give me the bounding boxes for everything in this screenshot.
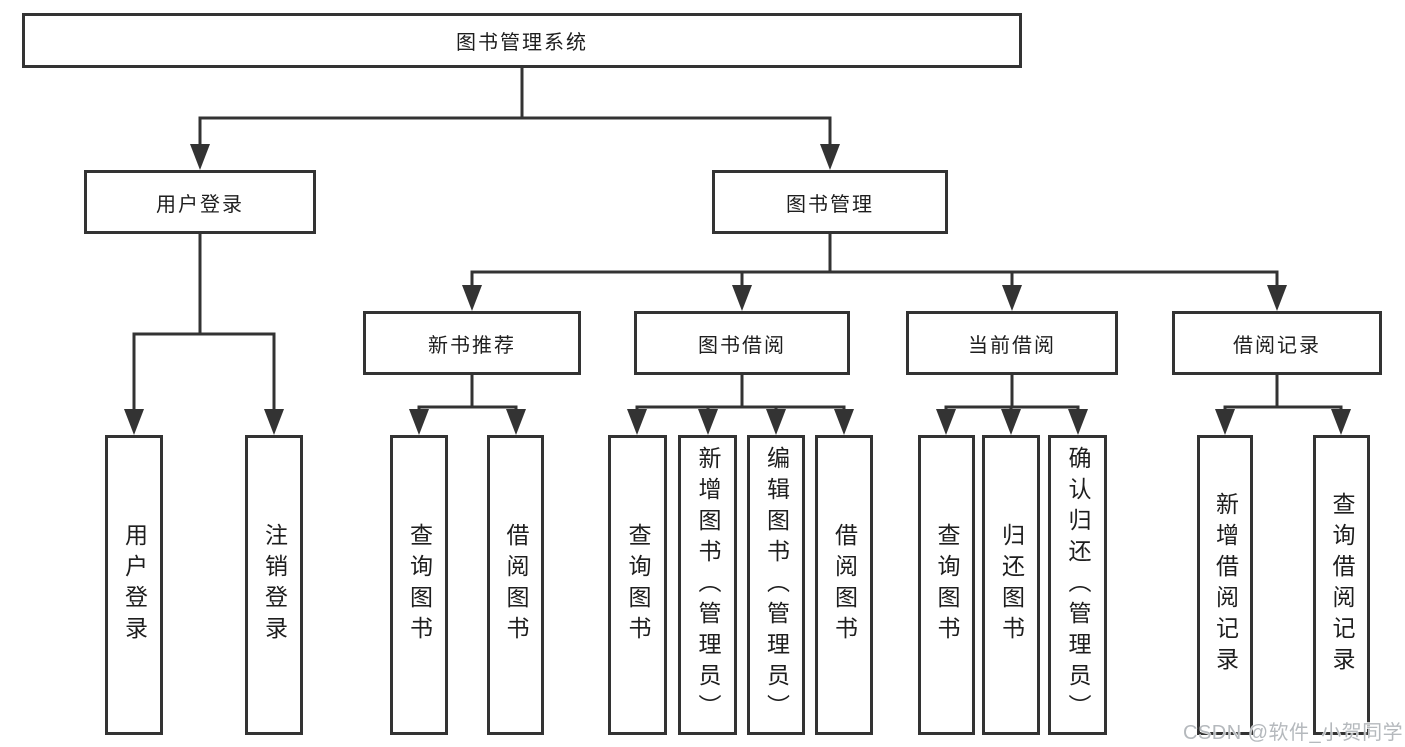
leaf-confirm-return-admin: 确认归还（管理员）: [1048, 435, 1107, 735]
leaf-borrow-books-recommend: 借阅图书: [487, 435, 544, 735]
leaf-add-books-admin: 新增图书（管理员）: [678, 435, 737, 735]
leaf-borrow-books-borrowing: 借阅图书: [815, 435, 873, 735]
node-book-management: 图书管理: [712, 170, 948, 234]
node-book-borrowing: 图书借阅: [634, 311, 850, 375]
leaf-query-books-current: 查询图书: [918, 435, 975, 735]
leaf-user-login: 用户登录: [105, 435, 163, 735]
leaf-query-books-borrowing: 查询图书: [608, 435, 667, 735]
leaf-return-books: 归还图书: [982, 435, 1040, 735]
csdn-watermark: CSDN @软件_小贺同学: [1183, 722, 1404, 744]
node-current-borrowing: 当前借阅: [906, 311, 1118, 375]
node-borrow-records: 借阅记录: [1172, 311, 1382, 375]
arrowheads: [124, 144, 1351, 435]
leaf-query-borrow-record: 查询借阅记录: [1313, 435, 1370, 735]
leaf-edit-books-admin: 编辑图书（管理员）: [747, 435, 805, 735]
leaf-query-books-recommend: 查询图书: [390, 435, 448, 735]
node-root-system: 图书管理系统: [22, 13, 1022, 68]
node-user-login: 用户登录: [84, 170, 316, 234]
leaf-add-borrow-record: 新增借阅记录: [1197, 435, 1253, 735]
node-new-book-recommend: 新书推荐: [363, 311, 581, 375]
leaf-logout: 注销登录: [245, 435, 303, 735]
